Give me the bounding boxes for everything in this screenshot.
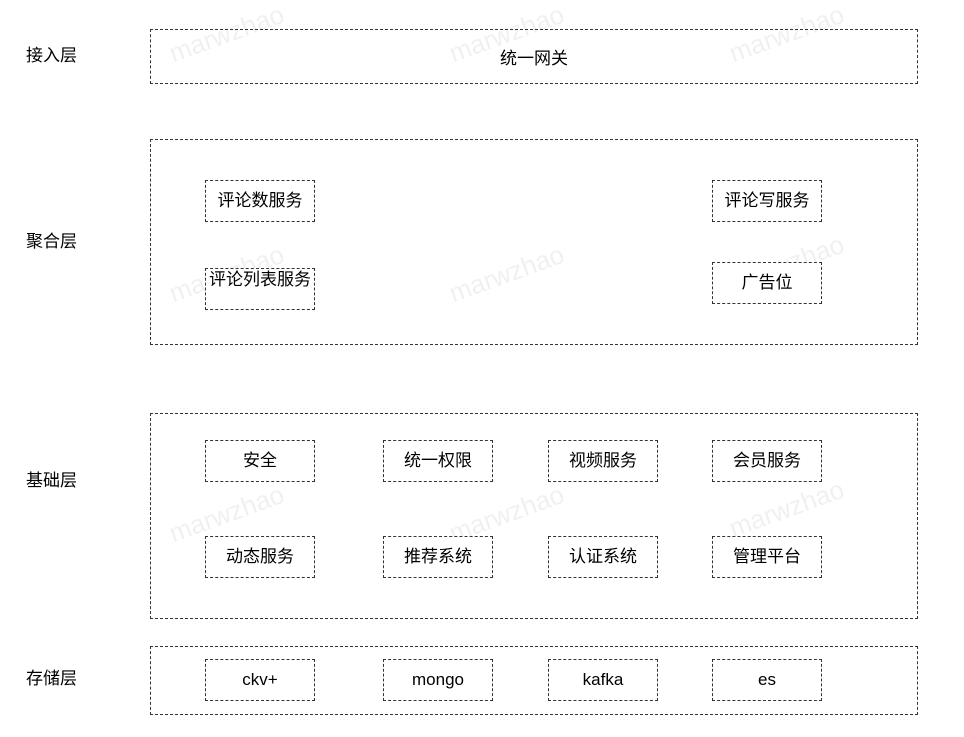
storage-kafka: kafka [548,659,658,701]
gateway-box: 统一网关 [150,29,918,84]
service-comment-write: 评论写服务 [712,180,822,222]
service-comment-count: 评论数服务 [205,180,315,222]
service-security: 安全 [205,440,315,482]
storage-es: es [712,659,822,701]
layer-label-aggregation: 聚合层 [26,232,77,252]
layer-label-access: 接入层 [26,46,77,66]
service-membership: 会员服务 [712,440,822,482]
foundation-layer-container [150,413,918,619]
service-authentication: 认证系统 [548,536,658,578]
service-comment-list: 评论列表服务 [205,268,315,310]
storage-mongo: mongo [383,659,493,701]
gateway-label: 统一网关 [500,49,568,69]
service-admin-platform: 管理平台 [712,536,822,578]
service-unified-permission: 统一权限 [383,440,493,482]
storage-layer-container [150,646,918,715]
service-recommendation: 推荐系统 [383,536,493,578]
service-feed: 动态服务 [205,536,315,578]
service-ad-slot: 广告位 [712,262,822,304]
aggregation-layer-container [150,139,918,345]
layer-label-foundation: 基础层 [26,471,77,491]
layer-label-storage: 存储层 [26,669,77,689]
service-video: 视频服务 [548,440,658,482]
storage-ckv: ckv+ [205,659,315,701]
